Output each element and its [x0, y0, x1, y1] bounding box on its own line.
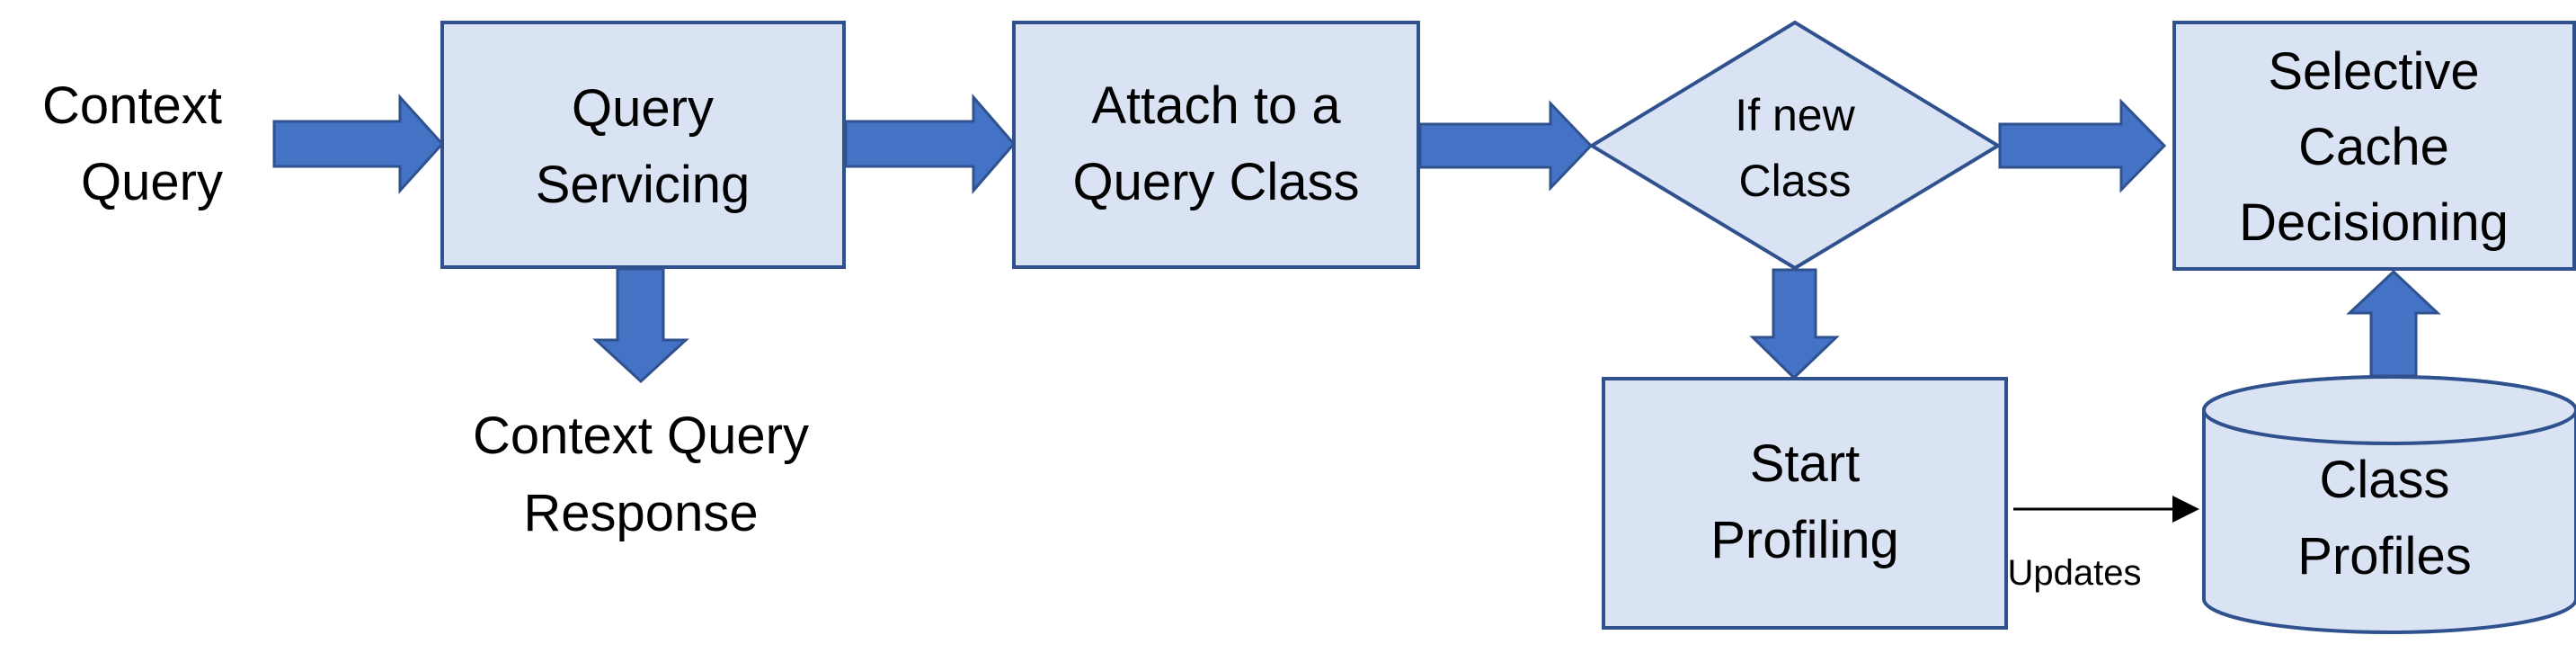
arrow-attach-to-decision — [1418, 100, 1594, 192]
class-profiles-database-top — [2202, 375, 2576, 445]
arrow-decision-to-profiling — [1749, 268, 1840, 380]
arrow-decision-to-cache — [1998, 98, 2167, 193]
selective-cache-decisioning-box — [2172, 21, 2576, 271]
arrow-input-to-servicing — [272, 94, 445, 194]
attach-query-class-box — [1012, 21, 1420, 269]
if-new-class-label-line2: Class — [1738, 156, 1851, 206]
arrow-servicing-to-response — [592, 267, 689, 384]
query-servicing-label-line2: Servicing — [536, 156, 751, 214]
selective-cache-label-line2: Cache — [2298, 118, 2449, 176]
arrow-servicing-to-attach — [844, 93, 1016, 195]
query-servicing-label: Query — [572, 79, 714, 138]
start-profiling-label: Start — [1750, 434, 1861, 493]
context-query-input-label-line2: Query — [81, 153, 223, 211]
start-profiling-box — [1602, 377, 2008, 630]
query-servicing-box — [440, 21, 846, 269]
if-new-class-label: If new — [1735, 90, 1855, 140]
arrow-profiles-to-cache — [2346, 269, 2441, 378]
start-profiling-label-line2: Profiling — [1710, 511, 1899, 569]
if-new-class-decision — [1588, 20, 2002, 271]
selective-cache-label-line3: Decisioning — [2239, 193, 2509, 252]
class-profiles-label: Class — [2319, 451, 2449, 509]
updates-label: Updates — [2008, 553, 2142, 593]
context-query-input-label: Context — [42, 76, 222, 135]
attach-query-class-label: Attach to a — [1091, 76, 1341, 135]
attach-query-class-label-line2: Query Class — [1072, 153, 1359, 211]
selective-cache-label: Selective — [2268, 42, 2479, 101]
class-profiles-label-line2: Profiles — [2297, 527, 2471, 586]
context-query-response-label: Context Query — [473, 407, 809, 465]
context-query-response-label-line2: Response — [523, 484, 758, 542]
